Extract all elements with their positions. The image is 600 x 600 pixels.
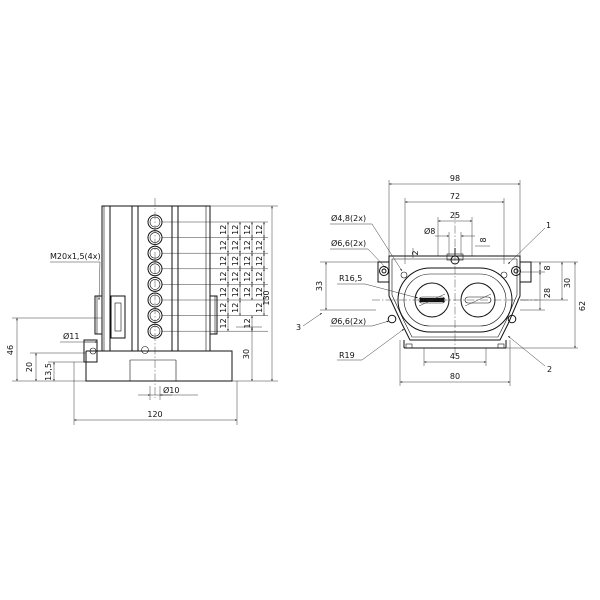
dim-80-label: 80 xyxy=(450,372,460,381)
ring-leaders xyxy=(162,221,268,332)
callout-1-label: 1 xyxy=(546,221,551,230)
pitch-dim-label: 12 xyxy=(255,225,264,235)
dim-hole-11: Ø11 xyxy=(60,331,97,343)
callout-r19: R19 xyxy=(337,328,405,361)
housing-body xyxy=(101,205,211,352)
dim-hole-11-label: Ø11 xyxy=(63,331,79,341)
dim-45: 45 xyxy=(423,348,487,366)
dim-25-label: 25 xyxy=(450,211,460,220)
top-view: 98 72 25 Ø8 8 xyxy=(296,174,587,386)
callout-3-label: 3 xyxy=(296,323,301,332)
dim-80: 80 xyxy=(399,340,511,386)
dim-98-label: 98 xyxy=(450,174,460,183)
dim-overall-height: 130 xyxy=(210,205,278,382)
dim-hole-10-label: Ø10 xyxy=(163,385,179,395)
dim-base-width: 120 xyxy=(73,362,238,425)
pitch-dim-label: 12 xyxy=(219,318,228,328)
pitch-dim-label: 12 xyxy=(231,303,240,313)
dim-33-label: 33 xyxy=(315,281,324,291)
dim-30-front: 30 xyxy=(236,326,262,381)
label-hole-4-8: Ø4,8(2x) xyxy=(331,213,366,223)
pitch-dim-label: 12 xyxy=(219,240,228,250)
dim-hole-8: Ø8 xyxy=(424,226,475,256)
dim-right-stack: 8 28 30 62 xyxy=(506,261,587,349)
callout-3: 3 xyxy=(296,312,323,332)
thread-callout: M20x1,5(4x) xyxy=(50,252,101,301)
side-fittings xyxy=(83,295,218,363)
pitch-dimensions: 1212121212121212121212121212121212121212… xyxy=(219,222,265,332)
dim-hole-10: Ø10 xyxy=(138,385,198,400)
pitch-dim-label: 12 xyxy=(243,318,252,328)
callout-2-label: 2 xyxy=(547,365,552,374)
dim-30-top-label: 30 xyxy=(563,278,572,288)
pitch-dim-label: 12 xyxy=(255,256,264,266)
pitch-dim-label: 12 xyxy=(243,225,252,235)
pitch-dim-label: 12 xyxy=(219,225,228,235)
dim-20-label: 20 xyxy=(25,362,34,372)
dim-8-side-label: 8 xyxy=(543,265,552,270)
label-r19: R19 xyxy=(339,351,355,360)
pitch-dim-label: 12 xyxy=(219,256,228,266)
label-hole-6-6-top: Ø6,6(2x) xyxy=(331,238,366,248)
dim-33: 33 xyxy=(315,261,378,311)
dim-2-label: 2 xyxy=(411,250,420,255)
dim-hole-8-label: Ø8 xyxy=(424,226,435,236)
dim-base-heights: 46 20 13,5 xyxy=(6,317,102,382)
flange-outline xyxy=(388,255,521,341)
dim-28-label: 28 xyxy=(543,288,552,298)
front-small-hole xyxy=(141,346,149,354)
dim-72: 72 xyxy=(404,192,505,264)
dim-62-label: 62 xyxy=(578,301,587,311)
pitch-dim-label: 12 xyxy=(243,272,252,282)
dim-72-label: 72 xyxy=(450,192,460,201)
dim-25: 25 xyxy=(437,211,473,256)
pitch-dim-label: 12 xyxy=(219,272,228,282)
mounting-holes xyxy=(379,266,521,324)
pitch-dim-label: 12 xyxy=(243,256,252,266)
pitch-dim-label: 12 xyxy=(219,287,228,297)
dim-120-label: 120 xyxy=(147,410,162,419)
dim-98: 98 xyxy=(388,174,521,256)
front-left-hole xyxy=(89,347,97,355)
dim-45-label: 45 xyxy=(450,352,460,361)
label-r16-5: R16,5 xyxy=(339,274,362,283)
pitch-dim-label: 12 xyxy=(231,287,240,297)
front-view: 1212121212121212121212121212121212121212… xyxy=(6,198,278,425)
callout-hole-6-6-bottom: Ø6,6(2x) xyxy=(330,316,390,327)
pitch-dim-label: 12 xyxy=(255,272,264,282)
callout-hole-4-8: Ø4,8(2x) xyxy=(330,213,403,272)
pitch-dim-label: 12 xyxy=(243,287,252,297)
dim-8-top: 8 xyxy=(475,237,490,257)
callout-hole-6-6-top: Ø6,6(2x) xyxy=(330,238,387,269)
pitch-dim-label: 12 xyxy=(255,240,264,250)
pitch-dim-label: 12 xyxy=(231,256,240,266)
pitch-dim-label: 12 xyxy=(231,225,240,235)
dim-13-5-label: 13,5 xyxy=(44,363,53,381)
thread-label: M20x1,5(4x) xyxy=(50,252,101,261)
pitch-dim-label: 12 xyxy=(255,287,264,297)
pitch-dim-label: 12 xyxy=(231,272,240,282)
inner-cavity-outer xyxy=(397,267,513,333)
pitch-dim-label: 12 xyxy=(231,240,240,250)
ring-inner xyxy=(149,263,161,275)
dim-130-label: 130 xyxy=(262,290,271,305)
dim-30-front-label: 30 xyxy=(242,349,251,359)
inner-cavity-inner xyxy=(403,273,507,327)
dim-46-label: 46 xyxy=(6,345,15,355)
callout-1: 1 xyxy=(507,221,551,265)
label-hole-6-6-bottom: Ø6,6(2x) xyxy=(331,316,366,326)
pitch-dim-label: 12 xyxy=(243,240,252,250)
pitch-dim-label: 12 xyxy=(219,303,228,313)
callout-r16-5: R16,5 xyxy=(337,274,419,299)
base-block xyxy=(85,350,233,382)
dim-2: 2 xyxy=(411,248,420,258)
callout-2: 2 xyxy=(507,335,552,374)
pitch-dim-label: 12 xyxy=(255,303,264,313)
dim-8-top-label: 8 xyxy=(479,237,488,242)
